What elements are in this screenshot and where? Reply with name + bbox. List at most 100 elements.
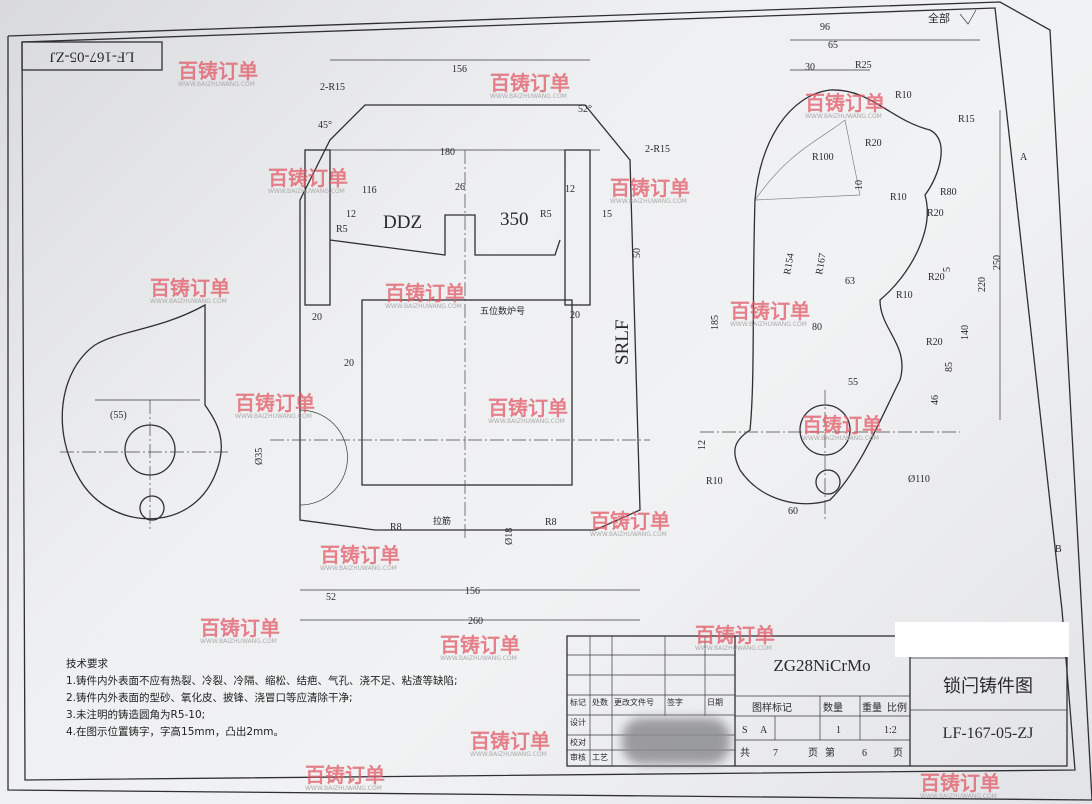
dimension-label: 250 — [992, 255, 1003, 270]
tech-requirement-item: 2.铸件内外表面的型砂、氧化皮、披锋、浇冒口等应清除干净; — [66, 692, 353, 704]
dimension-label: 20 — [570, 310, 580, 321]
dimension-label: 日期 — [707, 698, 723, 707]
dimension-label: Ø18 — [504, 528, 515, 545]
dimension-label: R20 — [865, 138, 882, 149]
dimension-label: 设计 — [570, 717, 586, 727]
watermark-text: WWW.BAIZHUWANG.COM — [150, 298, 227, 305]
dimension-label: 共 — [740, 747, 750, 759]
dimension-label: R8 — [545, 517, 557, 528]
watermark-text: 百铸订单 — [590, 509, 670, 533]
watermark-text: WWW.BAIZHUWANG.COM — [385, 303, 462, 310]
redacted-signatures — [622, 718, 730, 764]
zone-letter-b: B — [1055, 544, 1062, 555]
dimension-label: 220 — [977, 277, 988, 292]
dimension-label: 校对 — [570, 737, 586, 747]
dimension-label: 审核 — [570, 752, 586, 762]
watermark-text: 百铸订单 — [920, 771, 1000, 795]
dimension-label: 96 — [820, 22, 830, 33]
dimension-label: R10 — [890, 192, 907, 203]
watermark-text: 百铸订单 — [610, 176, 690, 200]
dimension-label: 156 — [465, 586, 480, 597]
watermark-text: 百铸订单 — [440, 633, 520, 657]
cast-text-ddz: DDZ — [383, 212, 422, 233]
material: ZG28NiCrMo — [773, 656, 870, 675]
dimension-label: R10 — [706, 476, 723, 487]
watermark-text: WWW.BAIZHUWANG.COM — [730, 321, 807, 328]
dimension-label: 60 — [788, 506, 798, 517]
dimension-label: 页 — [893, 747, 903, 759]
dimension-label: 26 — [455, 182, 465, 193]
dimension-label: 签字 — [667, 697, 683, 707]
dimension-label: Ø110 — [908, 474, 930, 485]
dimension-label: 20 — [312, 312, 322, 323]
dimension-label: S — [742, 725, 748, 736]
dimension-label: R20 — [926, 337, 943, 348]
dimension-label: 50 — [632, 248, 643, 258]
dimension-label: 52 — [326, 592, 336, 603]
dimension-label: 2-R15 — [320, 82, 345, 93]
dimension-label: R25 — [855, 60, 872, 71]
dimension-label: 2-R15 — [645, 144, 670, 155]
dimension-label: 20 — [344, 358, 354, 369]
zone-letter-a: A — [1020, 152, 1028, 163]
watermark-text: 百铸订单 — [150, 276, 230, 300]
watermark-text: WWW.BAIZHUWANG.COM — [470, 751, 547, 758]
dimension-label: 15 — [602, 209, 612, 220]
dimension-label: R100 — [812, 152, 834, 163]
watermark-text: WWW.BAIZHUWANG.COM — [490, 93, 567, 100]
watermark-text: 百铸订单 — [488, 396, 568, 420]
watermark-text: 百铸订单 — [802, 413, 882, 437]
watermark-text: WWW.BAIZHUWANG.COM — [805, 113, 882, 120]
watermark-text: 百铸订单 — [200, 616, 280, 640]
watermark-text: 百铸订单 — [385, 281, 465, 305]
rib-note: 拉筋 — [433, 515, 451, 526]
tech-requirements: 技术要求 1.铸件内外表面不应有热裂、冷裂、冷隔、缩松、结疤、气孔、浇不足、粘渣… — [66, 656, 458, 741]
dimension-label: R20 — [928, 272, 945, 283]
outer-border — [7, 1, 1092, 801]
dimension-label: 116 — [362, 185, 377, 196]
watermark-text: 百铸订单 — [695, 623, 775, 647]
dimension-label: 页 — [808, 747, 818, 759]
dimension-label: 更改文件号 — [614, 697, 654, 707]
cast-text-350: 350 — [500, 209, 529, 230]
watermark-text: 百铸订单 — [305, 763, 385, 787]
dimension-label: R8 — [390, 522, 402, 533]
dimension-label: 6 — [862, 748, 867, 759]
dimension-label: R20 — [927, 208, 944, 219]
dimension-label: 12 — [565, 184, 575, 195]
dimension-label: R10 — [896, 290, 913, 301]
front-view: 156 2-R15 45° 52° 180 116 26 12 R5 R5 12… — [254, 59, 670, 627]
surface-finish-icon — [959, 9, 977, 25]
watermark-text: 百铸订单 — [805, 91, 885, 115]
dimension-label: A — [760, 725, 768, 736]
watermark-text: WWW.BAIZHUWANG.COM — [305, 785, 382, 792]
dimension-label: R154 — [782, 252, 797, 275]
dimension-label: 比例 — [887, 701, 907, 714]
surface-note: 全部 — [928, 11, 950, 25]
furnace-note: 五位数炉号 — [480, 305, 525, 316]
side-view: 96 65 30 R25 R10 R15 R20 R100 10 R10 R80… — [697, 22, 1003, 520]
dimension-label: R80 — [940, 187, 957, 198]
tech-requirement-item: 3.未注明的铸造圆角为R5-10; — [66, 709, 206, 721]
dimension-label: R5 — [336, 224, 348, 235]
watermark-text: WWW.BAIZHUWANG.COM — [320, 565, 397, 572]
part-name: 锁闩铸件图 — [943, 676, 1033, 696]
watermark-text: WWW.BAIZHUWANG.COM — [695, 645, 772, 652]
dimension-label: 85 — [944, 362, 955, 372]
dimension-label: 5 — [942, 267, 953, 272]
left-view: (55) — [60, 303, 230, 530]
dimension-label: 12 — [697, 440, 708, 450]
watermark-text: WWW.BAIZHUWANG.COM — [590, 531, 667, 538]
watermark-text: WWW.BAIZHUWANG.COM — [235, 413, 312, 420]
dimension-label: 185 — [710, 315, 721, 330]
watermark-text: 百铸订单 — [320, 543, 400, 567]
dimension-label: 数量 — [823, 701, 843, 714]
dimension-label: 45° — [318, 120, 332, 131]
dimension-label: 工艺 — [592, 753, 608, 762]
tech-requirements-title: 技术要求 — [66, 658, 108, 670]
dimension-label: 46 — [930, 395, 941, 405]
dimension-label: R167 — [814, 252, 829, 275]
dimension-label: 140 — [960, 325, 971, 340]
